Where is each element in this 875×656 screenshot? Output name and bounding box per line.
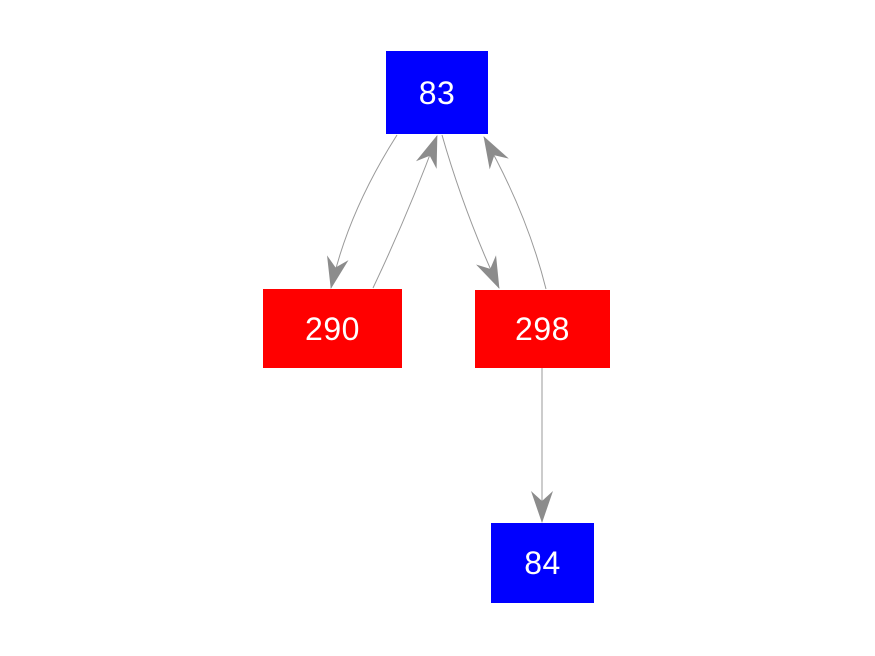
- edge-83-to-290[interactable]: [327, 134, 398, 289]
- edge-83-to-298[interactable]: [441, 134, 500, 289]
- node-label: 290: [305, 310, 360, 347]
- edge-290-to-83[interactable]: [372, 135, 438, 289]
- graph-node-84[interactable]: 84: [491, 523, 594, 603]
- edge-298-to-83[interactable]: [483, 136, 547, 290]
- graph-node-83[interactable]: 83: [386, 51, 488, 134]
- graph-node-298[interactable]: 298: [475, 290, 610, 368]
- graph-node-290[interactable]: 290: [263, 289, 402, 368]
- node-label: 298: [515, 311, 570, 347]
- node-label: 83: [418, 74, 456, 111]
- edges-group: [327, 134, 553, 523]
- node-label: 84: [524, 545, 561, 581]
